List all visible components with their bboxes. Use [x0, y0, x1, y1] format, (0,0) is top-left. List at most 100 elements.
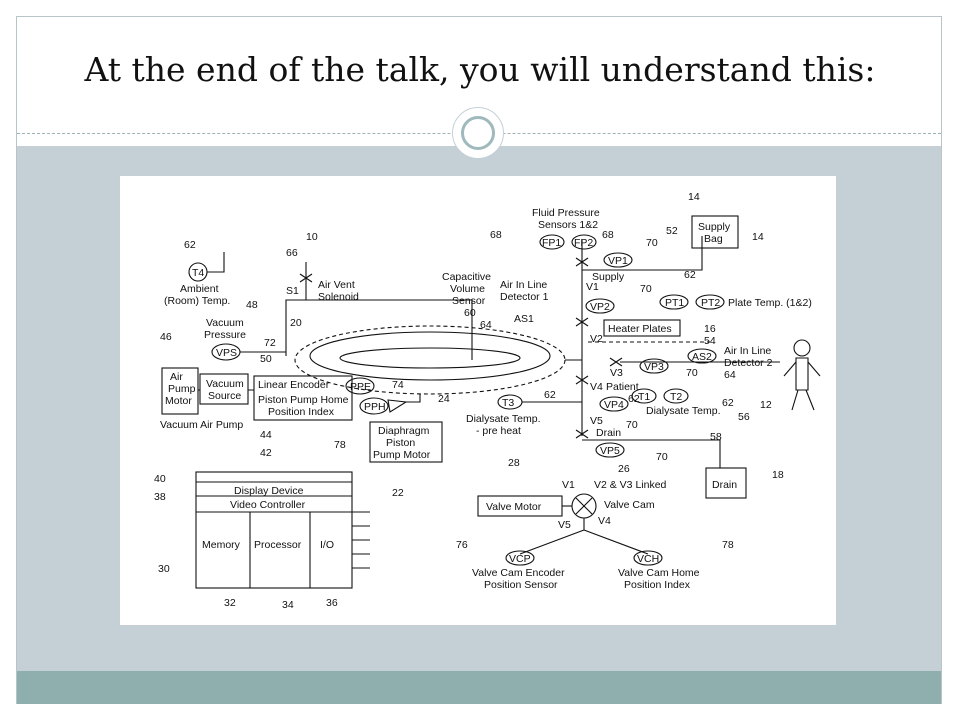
- label-fp2: FP2: [574, 237, 593, 249]
- label-v5b: V5: [558, 519, 571, 531]
- label-drain-box: Drain: [712, 479, 737, 491]
- label-18: 18: [772, 469, 784, 481]
- label-vcp-desc-1: Valve Cam Encoder: [472, 567, 565, 579]
- label-v3: V3: [610, 367, 623, 379]
- fp1-sensor-ellipse: [539, 234, 565, 250]
- label-vacuum-source-1: Vacuum: [206, 378, 244, 390]
- label-vacuum-air-pump: Vacuum Air Pump: [160, 419, 243, 431]
- label-supply-bag-1: Supply: [698, 221, 731, 233]
- air-pump-motor-box: [161, 367, 199, 415]
- label-54: 54: [704, 335, 716, 347]
- label-52: 52: [666, 225, 678, 237]
- chamber-middle-ellipse: [309, 331, 551, 381]
- label-air-pump-2: Pump: [168, 383, 196, 395]
- label-heater-plates: Heater Plates: [608, 323, 672, 335]
- label-10: 10: [306, 231, 318, 243]
- label-22: 22: [392, 487, 404, 499]
- label-vp5: VP5: [600, 445, 620, 457]
- label-44: 44: [260, 429, 272, 441]
- vp4-sensor-ellipse: [599, 396, 629, 412]
- label-capacitive-1: Capacitive: [442, 271, 491, 283]
- diaphragm-pump-motor-box: [369, 421, 443, 463]
- label-s1: S1: [286, 285, 299, 297]
- label-62d: 62: [628, 393, 640, 405]
- label-14b: 14: [752, 231, 764, 243]
- pt2-sensor-ellipse: [695, 294, 725, 310]
- label-valve-motor: Valve Motor: [486, 501, 542, 513]
- label-46: 46: [160, 331, 172, 343]
- label-plate-temp: Plate Temp. (1&2): [728, 297, 812, 309]
- slide-title: At the end of the talk, you will underst…: [84, 50, 876, 89]
- label-fluid-pressure-1: Fluid Pressure: [532, 207, 600, 219]
- label-60: 60: [464, 307, 476, 319]
- pt1-sensor-ellipse: [659, 294, 689, 310]
- t2-sensor-ellipse: [663, 388, 689, 404]
- label-air-in-line-3: Air In Line: [724, 345, 771, 357]
- label-capacitive-2: Volume: [450, 283, 485, 295]
- label-as1: AS1: [514, 313, 534, 325]
- valve-v5-icon: [575, 429, 589, 439]
- label-air-pump-1: Air: [170, 371, 183, 383]
- label-vp2: VP2: [590, 301, 610, 313]
- label-pt2: PT2: [701, 297, 720, 309]
- label-70d: 70: [626, 419, 638, 431]
- label-v5a: V5: [590, 415, 603, 427]
- label-20: 20: [290, 317, 302, 329]
- patient-figure-icon: [783, 339, 821, 411]
- label-fp1: FP1: [542, 237, 561, 249]
- label-air-pump-3: Motor: [165, 395, 192, 407]
- label-28: 28: [508, 457, 520, 469]
- label-76: 76: [456, 539, 468, 551]
- label-74: 74: [392, 379, 404, 391]
- label-piston-pump-home-1: Piston Pump Home: [258, 394, 349, 406]
- label-supply: Supply: [592, 271, 625, 283]
- label-30: 30: [158, 563, 170, 575]
- label-68a: 68: [490, 229, 502, 241]
- t1-sensor-ellipse: [631, 388, 657, 404]
- label-vps: VPS: [216, 347, 237, 359]
- label-62a: 62: [184, 239, 196, 251]
- label-vch: VCH: [637, 553, 659, 565]
- label-58: 58: [710, 431, 722, 443]
- heater-plates-box: [603, 319, 681, 337]
- label-50: 50: [260, 353, 272, 365]
- label-processor: Processor: [254, 539, 302, 551]
- supply-bag-box: [691, 215, 739, 249]
- label-vp1: VP1: [608, 255, 628, 267]
- label-70c: 70: [686, 367, 698, 379]
- circle-ornament-icon: [452, 107, 504, 159]
- chamber-outer-ellipse: [294, 325, 566, 395]
- label-14a: 14: [688, 191, 700, 203]
- label-t2: T2: [670, 391, 682, 403]
- label-linked: V2 & V3 Linked: [594, 479, 667, 491]
- label-diaphragm-2: Piston: [386, 437, 415, 449]
- label-dialysate-temp-2: - pre heat: [476, 425, 521, 437]
- label-t3: T3: [502, 397, 514, 409]
- label-dialysate-temp-1: Dialysate Temp.: [466, 413, 541, 425]
- label-air-in-line-2: Detector 1: [500, 291, 549, 303]
- label-linear-encoder: Linear Encoder: [258, 379, 330, 391]
- label-v4a: V4: [590, 381, 603, 393]
- label-66: 66: [286, 247, 298, 259]
- vcp-sensor-ellipse: [505, 550, 535, 566]
- label-40: 40: [154, 473, 166, 485]
- label-v1b: V1: [562, 479, 575, 491]
- label-as2: AS2: [692, 351, 712, 363]
- label-t4: T4: [192, 267, 204, 279]
- label-diaphragm-3: Pump Motor: [373, 449, 431, 461]
- pph-sensor-ellipse: [359, 397, 389, 415]
- label-ambient-2: (Room) Temp.: [164, 295, 230, 307]
- label-78a: 78: [334, 439, 346, 451]
- label-78b: 78: [722, 539, 734, 551]
- label-supply-bag-2: Bag: [704, 233, 723, 245]
- label-vcp-desc-2: Position Sensor: [484, 579, 558, 591]
- valve-v3-icon: [609, 357, 623, 367]
- ppe-sensor-ellipse: [345, 377, 375, 395]
- label-42: 42: [260, 447, 272, 459]
- label-v4b: V4: [598, 515, 611, 527]
- label-36: 36: [326, 597, 338, 609]
- label-vp3: VP3: [644, 361, 664, 373]
- label-64a: 64: [480, 319, 492, 331]
- label-io: I/O: [320, 539, 334, 551]
- label-56: 56: [738, 411, 750, 423]
